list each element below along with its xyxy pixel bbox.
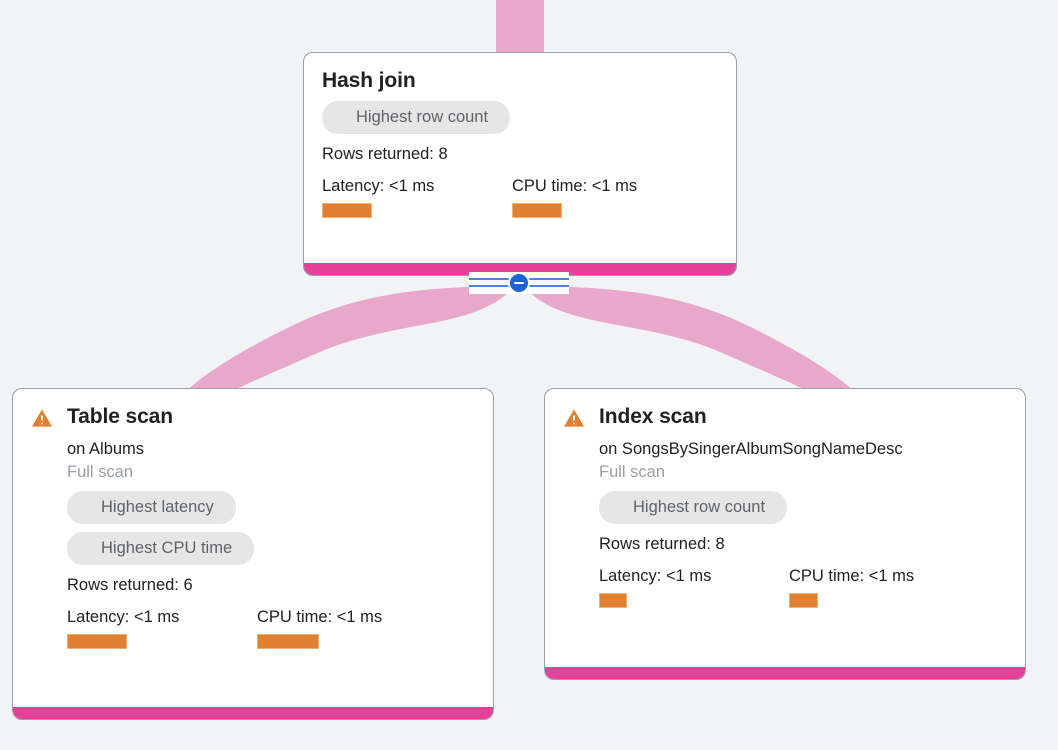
node-title: Hash join	[322, 69, 416, 92]
collapse-children-toggle[interactable]	[508, 272, 530, 294]
stat-cpu-time-bar	[789, 593, 818, 608]
node-scan-type: Full scan	[67, 463, 134, 481]
node-accent-bar	[545, 667, 1025, 679]
stat-cpu-time-bar	[257, 634, 319, 649]
node-table-scan-details: on Albums Full scan Highest latency High…	[31, 438, 475, 649]
node-hash-join[interactable]: Hash join Highest row count Rows returne…	[303, 52, 737, 276]
stat-line: Latency: <1 ms CPU time: <1 ms	[67, 607, 475, 649]
stat-latency-label: Latency: <1 ms	[67, 608, 180, 626]
warning-slot	[31, 405, 67, 428]
stat-cpu-time-label: CPU time: <1 ms	[789, 567, 915, 585]
chip-row: Highest CPU time	[67, 524, 475, 565]
warning-triangle-icon	[32, 409, 52, 427]
stat-line: Latency: <1 ms CPU time: <1 ms	[322, 176, 718, 218]
stat-cpu-time: CPU time: <1 ms	[257, 607, 382, 649]
node-subtitle: on SongsBySingerAlbumSongNameDesc	[599, 440, 903, 458]
edge-hashjoin-to-index-scan	[522, 282, 854, 392]
node-subtitle: on Albums	[67, 440, 145, 458]
rows-returned: Rows returned: 6	[67, 576, 193, 594]
stat-latency-label: Latency: <1 ms	[599, 567, 712, 585]
edge-hashjoin-to-table-scan	[186, 282, 516, 392]
stat-latency: Latency: <1 ms	[322, 176, 512, 218]
collapse-control-wrapper[interactable]	[469, 272, 569, 294]
node-title: Index scan	[599, 405, 707, 428]
warning-slot	[563, 405, 599, 428]
rows-returned: Rows returned: 8	[599, 535, 725, 553]
stat-latency-bar	[67, 634, 127, 649]
stat-cpu-time: CPU time: <1 ms	[789, 566, 914, 608]
stat-latency-label: Latency: <1 ms	[322, 177, 435, 195]
chip-highest-cpu-time: Highest CPU time	[67, 532, 255, 565]
stat-cpu-time-label: CPU time: <1 ms	[257, 608, 383, 626]
stat-cpu-time-bar	[512, 203, 562, 218]
node-scan-type: Full scan	[599, 463, 666, 481]
minus-icon	[514, 282, 524, 284]
warning-triangle-icon	[564, 409, 584, 427]
node-index-scan-body: Index scan on SongsBySingerAlbumSongName…	[545, 389, 1025, 667]
chip-row: Highest row count	[599, 483, 1007, 524]
rows-returned: Rows returned: 8	[322, 145, 448, 163]
stat-latency-bar	[322, 203, 372, 218]
chip-highest-latency: Highest latency	[67, 491, 236, 524]
node-index-scan-details: on SongsBySingerAlbumSongNameDesc Full s…	[563, 438, 1007, 608]
stat-latency-bar	[599, 593, 627, 608]
stat-latency: Latency: <1 ms	[67, 607, 257, 649]
node-index-scan-header: Index scan	[563, 405, 1007, 429]
stat-line: Latency: <1 ms CPU time: <1 ms	[599, 566, 1007, 608]
stat-latency: Latency: <1 ms	[599, 566, 789, 608]
node-table-scan-header: Table scan	[31, 405, 475, 429]
node-hash-join-header: Hash join	[322, 69, 718, 93]
node-table-scan[interactable]: Table scan on Albums Full scan Highest l…	[12, 388, 494, 720]
chip-highest-row-count: Highest row count	[322, 101, 511, 134]
node-accent-bar	[13, 707, 493, 719]
chip-row: Highest row count	[322, 93, 718, 134]
stat-cpu-time: CPU time: <1 ms	[512, 176, 637, 218]
chip-row: Highest latency	[67, 483, 475, 524]
node-index-scan[interactable]: Index scan on SongsBySingerAlbumSongName…	[544, 388, 1026, 680]
stat-cpu-time-label: CPU time: <1 ms	[512, 177, 638, 195]
node-title: Table scan	[67, 405, 173, 428]
node-table-scan-body: Table scan on Albums Full scan Highest l…	[13, 389, 493, 707]
chip-highest-row-count: Highest row count	[599, 491, 788, 524]
node-hash-join-body: Hash join Highest row count Rows returne…	[304, 53, 736, 263]
node-accent-bar	[304, 263, 736, 275]
edge-incoming-top	[496, 0, 544, 54]
